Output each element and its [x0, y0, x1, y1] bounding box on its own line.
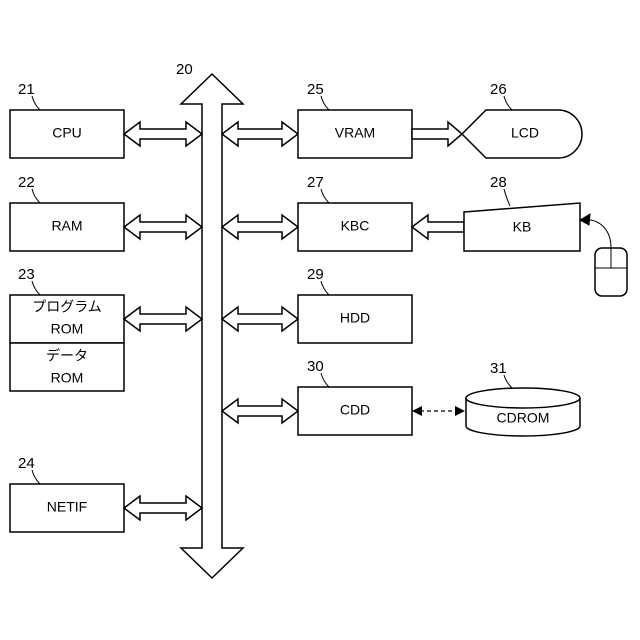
- netif-ref: 24: [18, 455, 35, 472]
- cdrom-ref: 31: [490, 360, 507, 377]
- netif-block: NETIF: [10, 484, 124, 532]
- right-bus-arrows: [222, 122, 298, 423]
- lcd-leader: [504, 96, 512, 110]
- hdd-label: HDD: [340, 310, 370, 326]
- kb-ref: 28: [490, 174, 507, 191]
- cdd-cdrom-link: [412, 406, 465, 416]
- rom-block: プログラム ROM データ ROM: [10, 295, 124, 391]
- kb-label: KB: [513, 219, 532, 235]
- netif-label: NETIF: [47, 499, 87, 515]
- cdd-ref: 30: [307, 358, 324, 375]
- ram-leader: [32, 189, 40, 203]
- vram-ref: 25: [307, 81, 324, 98]
- kb-leader: [504, 189, 510, 206]
- hdd-ref: 29: [307, 266, 324, 283]
- hdd-leader: [321, 281, 329, 295]
- program-rom-line1: プログラム: [32, 299, 102, 315]
- cdd-block: CDD: [298, 387, 412, 435]
- lcd-label: LCD: [511, 125, 539, 141]
- bus-ref: 20: [176, 61, 193, 78]
- keyboard: KB: [464, 203, 580, 251]
- kbc-ref: 27: [307, 174, 324, 191]
- program-rom-line2: ROM: [51, 321, 84, 337]
- ram-block: RAM: [10, 203, 124, 251]
- cdd-leader: [321, 373, 329, 387]
- cdd-label: CDD: [340, 402, 370, 418]
- hdd-block: HDD: [298, 295, 412, 343]
- data-rom-line1: データ: [46, 348, 88, 364]
- kbc-block: KBC: [298, 203, 412, 251]
- lcd-ref: 26: [490, 81, 507, 98]
- left-bus-arrows: [124, 122, 202, 520]
- vram-to-lcd-arrow: [412, 122, 462, 146]
- netif-leader: [32, 470, 40, 484]
- ram-label: RAM: [51, 218, 82, 234]
- data-rom-line2: ROM: [51, 370, 84, 386]
- lcd-display: LCD: [462, 110, 582, 158]
- cdrom-label: CDROM: [497, 410, 550, 426]
- vram-label: VRAM: [335, 125, 375, 141]
- kb-to-kbc-arrow: [412, 215, 464, 239]
- vram-block: VRAM: [298, 110, 412, 158]
- mouse: [580, 214, 627, 296]
- kbc-leader: [321, 189, 329, 203]
- kbc-label: KBC: [341, 218, 370, 234]
- cpu-leader: [32, 96, 40, 110]
- ram-ref: 22: [18, 174, 35, 191]
- rom-leader: [32, 281, 40, 295]
- cdrom-disc: CDROM: [466, 388, 580, 436]
- cpu-block: CPU: [10, 110, 124, 158]
- vram-leader: [321, 96, 329, 110]
- cpu-ref: 21: [18, 81, 35, 98]
- rom-ref: 23: [18, 266, 35, 283]
- cpu-label: CPU: [52, 125, 82, 141]
